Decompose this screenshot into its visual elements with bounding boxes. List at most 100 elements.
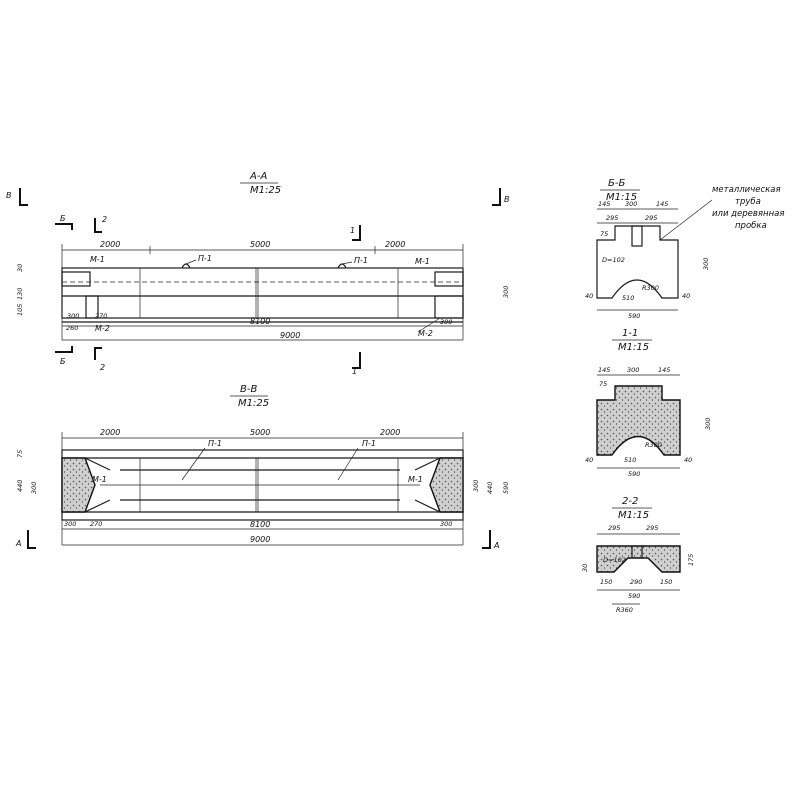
dim-vv-300-right: 300 [472,480,480,492]
view-aa-scale: М1:25 [250,185,281,196]
cut-mark-2-bottom [94,347,102,360]
dim-22-175: 175 [687,554,695,566]
dim-11-r300: R300 [645,441,662,449]
label-aa-p1-right: П-1 [354,256,368,265]
dim-11-145-left: 145 [598,366,610,374]
cut-label-v-right: В [504,195,510,204]
note-line-2: труба [735,197,761,207]
dim-22-295-left: 295 [608,524,620,532]
dim-aa-300-bottom-right: 300 [440,318,452,326]
dim-11-590: 590 [628,470,640,478]
view-aa-title: А-А [249,171,267,182]
section-22-body [596,545,681,573]
dim-vv-300-left: 300 [30,482,38,494]
cut-mark-v-right [492,188,501,206]
dim-22-290: 290 [630,578,642,586]
dim-bb-40-right: 40 [682,292,690,300]
section-11-scale: М1:15 [618,342,649,353]
dim-vv-2000-left: 2000 [100,428,120,437]
label-aa-m2-right: М-2 [418,329,433,338]
view-vv-scale: М1:25 [238,398,269,409]
cut-mark-1-top [352,225,361,241]
dim-vv-9000: 9000 [250,535,270,544]
cut-label-a-left: А [15,539,21,548]
cut-mark-b-bottom [55,346,73,353]
dim-aa-130: 130 [16,288,24,300]
dim-aa-105: 105 [16,304,24,316]
dim-aa-9000: 9000 [280,331,300,340]
view-vv-title: В-В [240,384,257,395]
dim-bb-40-left: 40 [585,292,593,300]
dim-aa-5000: 5000 [250,240,270,249]
dim-bb-d102: D=102 [602,256,625,264]
label-vv-p1-right: П-1 [362,439,376,448]
label-vv-p1-left: П-1 [208,439,222,448]
dim-bb-75: 75 [600,230,608,238]
dim-11-40-left: 40 [585,456,593,464]
end-block-left [61,457,96,513]
dim-aa-2000-left: 2000 [100,240,120,249]
cut-label-1-bottom: 1 [352,367,357,376]
dim-aa-300-left: 300 [67,312,79,320]
cut-mark-b-top [55,223,73,230]
cut-label-1-top: 1 [350,226,355,235]
cut-label-v-left: В [6,191,12,200]
section-22-title: 2-2 [622,496,638,507]
dim-bb-295-left: 295 [606,214,618,222]
view-vv: В-В М1:25 2000 5000 2000 П-1 П-1 М-1 М-1 [15,384,510,550]
dim-bb-r300: R300 [642,284,659,292]
cut-label-2-bottom: 2 [100,363,105,372]
cut-mark-a-left [27,530,36,549]
dim-bb-590: 590 [628,312,640,320]
label-aa-m2-left: М-2 [95,324,110,333]
label-aa-m1-right: М-1 [415,257,430,266]
dim-aa-270: 270 [95,312,107,320]
dim-11-75: 75 [599,380,607,388]
section-bb-title: Б-Б [608,178,625,189]
cut-mark-a-right [482,530,491,549]
dim-11-145-right: 145 [658,366,670,374]
end-block-right [429,457,464,513]
dim-bb-145-right: 145 [656,200,668,208]
section-bb-pipe [631,225,643,247]
dim-bb-300: 300 [625,200,637,208]
dim-bb-510: 510 [622,294,634,302]
dim-vv-440-left: 440 [16,480,24,492]
dim-aa-260: 260 [66,324,78,332]
cut-label-b-bottom: Б [60,357,66,366]
section-11: 1-1 М1:15 145 300 145 75 R300 510 40 40 … [585,328,712,478]
label-vv-m1-left: М-1 [92,475,107,484]
dim-22-150-left: 150 [600,578,612,586]
dim-vv-300-bottom-right: 300 [440,520,452,528]
lifting-loop-left [181,263,191,269]
dim-bb-295-right: 295 [645,214,657,222]
cut-label-2-top: 2 [102,215,107,224]
dim-aa-8100: 8100 [250,317,270,326]
dim-vv-440-right: 440 [486,482,494,494]
dim-22-r360: R360 [616,606,633,614]
dim-22-590: 590 [628,592,640,600]
label-vv-m1-right: М-1 [408,475,423,484]
dim-11-510: 510 [624,456,636,464]
dim-22-150-right: 150 [660,578,672,586]
dim-11-300: 300 [627,366,639,374]
dim-vv-2000-right: 2000 [380,428,400,437]
cut-label-b-top: Б [60,214,66,223]
cut-mark-v-left [19,188,28,206]
section-bb-scale: М1:15 [606,192,637,203]
note-line-1: металлическая [712,185,781,195]
cut-mark-2-top [94,218,102,233]
dim-11-300-side: 300 [704,418,712,430]
dim-aa-300-right: 300 [502,286,510,298]
section-11-title: 1-1 [622,328,638,339]
dim-11-40-right: 40 [684,456,692,464]
beam-aa-outline [61,267,464,319]
note-line-4: пробка [735,221,767,231]
dim-vv-75-left: 75 [16,450,24,458]
dim-vv-8100: 8100 [250,520,270,529]
dim-vv-590-right: 590 [502,482,510,494]
cut-label-a-right: А [493,541,499,550]
dim-vv-300-bottom-left: 300 [64,520,76,528]
